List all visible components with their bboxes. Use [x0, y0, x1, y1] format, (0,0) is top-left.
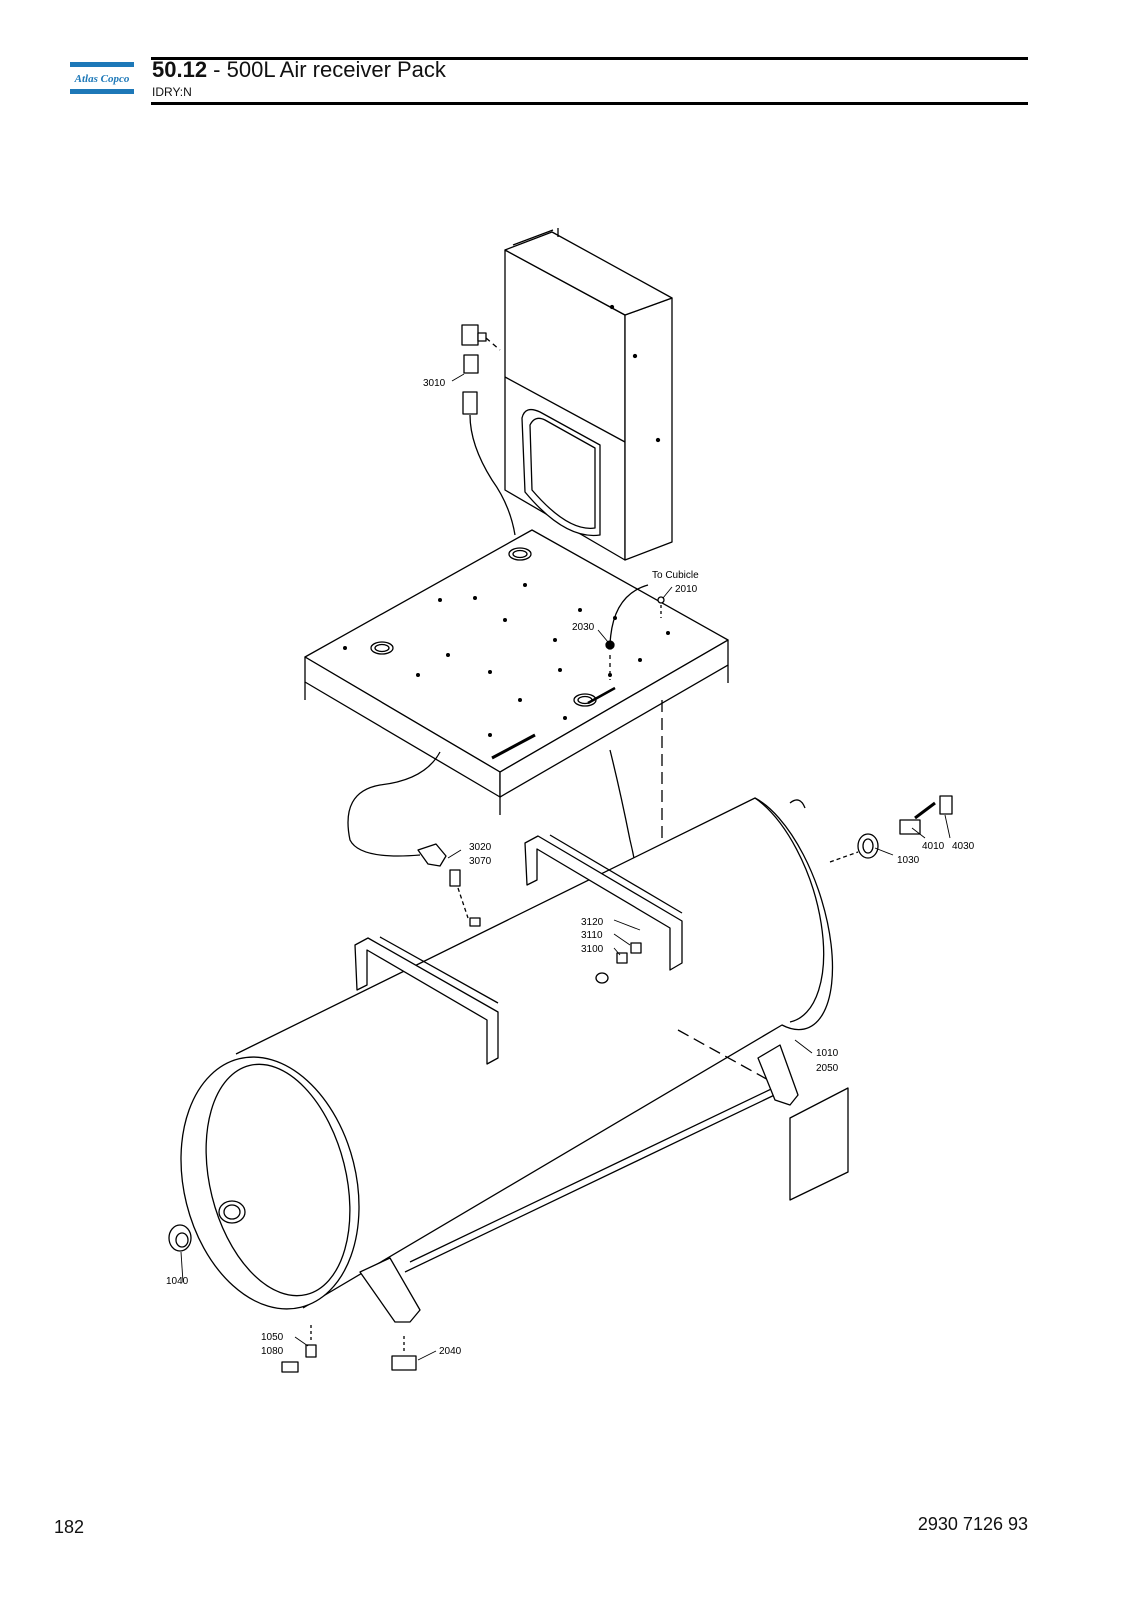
callout-1040: 1040 [166, 1276, 189, 1287]
callout-1050: 1050 [261, 1332, 284, 1343]
svg-text:Atlas Copco: Atlas Copco [74, 73, 130, 85]
title-separator: - [207, 57, 227, 82]
callout-1030: 1030 [897, 855, 920, 866]
page-number: 182 [54, 1517, 85, 1537]
callout-3010: 3010 [423, 378, 446, 389]
air-receiver-tank [180, 797, 834, 1310]
fitting-2010-2030 [605, 584, 665, 680]
ball-valve-4010 [829, 795, 953, 863]
saddle-brackets [354, 834, 683, 1065]
fitting-3010 [461, 324, 516, 536]
page-subtitle: IDRY:N [152, 85, 192, 99]
callout-2010: 2010 [675, 584, 698, 595]
elbow-fitting-3020 [417, 843, 481, 927]
callout-1080: 1080 [261, 1346, 284, 1357]
cubicle-cabinet [504, 228, 673, 561]
callout-4010: 4010 [922, 841, 945, 852]
title-text: 500L Air receiver Pack [226, 57, 446, 82]
plug-1040 [168, 1224, 192, 1252]
callout-2030: 2030 [572, 622, 595, 633]
drain-fitting-1050 [281, 1325, 317, 1373]
callout-3110: 3110 [581, 930, 603, 941]
callout-2050: 2050 [816, 1063, 839, 1074]
callout-1010: 1010 [816, 1048, 839, 1059]
header-rule-top [151, 57, 1028, 60]
fitting-3100-3120 [595, 942, 642, 984]
atlas-copco-logo: Atlas Copco [70, 62, 134, 96]
hose-3020 [347, 751, 441, 857]
header-rule-bottom [151, 102, 1028, 105]
callout-2040: 2040 [439, 1346, 462, 1357]
section-number: 50.12 [152, 57, 208, 82]
document-number: 2930 7126 93 [917, 1514, 1028, 1534]
callout-3070: 3070 [469, 856, 492, 867]
plate-holes [343, 583, 670, 737]
tank-feet [359, 1044, 799, 1371]
callout-3120: 3120 [581, 917, 604, 928]
data-plate [789, 1087, 849, 1201]
mounting-plate [304, 529, 729, 815]
callout-to-cubicle: To Cubicle [652, 570, 699, 581]
callout-3100: 3100 [581, 944, 604, 955]
callout-4030: 4030 [952, 841, 975, 852]
page-title: 50.12 - 500L Air receiver Pack [152, 57, 446, 83]
callout-3020: 3020 [469, 842, 492, 853]
